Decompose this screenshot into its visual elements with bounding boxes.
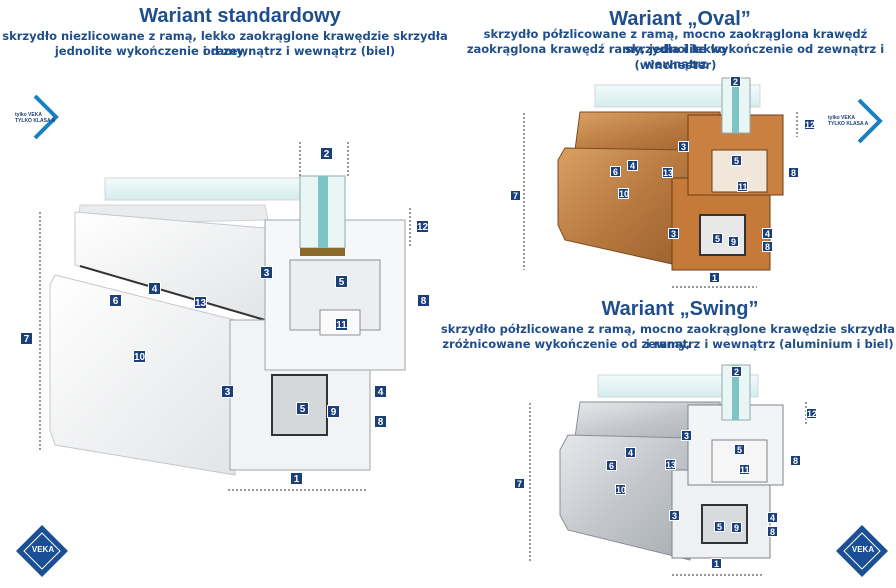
label-10-swing: 10 [615, 484, 627, 495]
label-12-standard: 12 [416, 220, 429, 233]
label-3-swing: 3 [681, 430, 692, 441]
class-a-logo-left [33, 94, 59, 140]
label-13-swing: 13 [665, 459, 677, 470]
label-9-swing: 9 [731, 522, 742, 533]
label-6-swing: 6 [606, 460, 617, 471]
title-swing: Wariant „Swing” [601, 298, 759, 320]
class-logo-line1: tylko VEKA [15, 112, 42, 118]
subtitle-oval-3: (winchester) [634, 58, 717, 72]
subtitle-oval-1: skrzydło półzlicowane z ramą, mocno zaok… [483, 27, 868, 56]
subtitle-standard-2: jednolite wykończenie od zewnątrz i wewn… [54, 44, 396, 58]
label-13-oval: 13 [662, 167, 674, 178]
class-logo-line1: tylko VEKA [828, 115, 855, 121]
swing-profile [529, 364, 807, 576]
label-11-swing: 11 [739, 464, 750, 475]
label-1-standard: 1 [290, 472, 303, 485]
label-4-standard: 4 [148, 282, 161, 295]
label-5b-oval: 5 [712, 233, 723, 244]
label-4b-swing: 4 [767, 512, 778, 523]
class-logo-text-right: tylko VEKA TYLKO KLASA A [828, 115, 888, 127]
subtitle-swing-1: skrzydło półzlicowane z ramą, mocno zaok… [440, 322, 896, 351]
label-5b-standard: 5 [296, 402, 309, 415]
veka-text-left: VEKA [31, 545, 55, 554]
label-5-standard: 5 [335, 275, 348, 288]
label-8b-oval: 8 [762, 241, 773, 252]
class-a-logo-right [857, 98, 883, 144]
label-13-standard: 13 [194, 296, 207, 309]
label-5b-swing: 5 [714, 521, 725, 532]
label-9-oval: 9 [728, 236, 739, 247]
label-6-standard: 6 [109, 294, 122, 307]
label-8-oval: 8 [788, 167, 799, 178]
label-11-oval: 11 [737, 181, 748, 192]
label-2-oval: 2 [730, 76, 741, 87]
subtitle-oval-2: zaokrąglona krawędź ramy, jednolite wyko… [466, 42, 885, 71]
label-8-standard: 8 [417, 294, 430, 307]
label-3b-standard: 3 [221, 385, 234, 398]
label-7-standard: 7 [20, 332, 33, 345]
label-3-oval: 3 [678, 141, 689, 152]
veka-logo-left [16, 525, 68, 577]
label-3-standard: 3 [260, 266, 273, 279]
label-6-oval: 6 [610, 166, 621, 177]
subtitle-swing-2: zróżnicowane wykończenie od zewnątrz i w… [442, 337, 894, 351]
label-10-standard: 10 [133, 350, 146, 363]
veka-text-right: VEKA [851, 545, 875, 554]
label-5-swing: 5 [734, 444, 745, 455]
label-1-swing: 1 [711, 558, 722, 569]
veka-logo-right [836, 525, 888, 577]
label-12-swing: 12 [806, 408, 818, 419]
class-logo-line2: TYLKO KLASA A [15, 118, 56, 124]
label-4b-oval: 4 [762, 228, 773, 239]
label-4-swing: 4 [625, 447, 636, 458]
label-12-oval: 12 [804, 119, 816, 130]
title-standard: Wariant standardowy [139, 5, 341, 27]
title-oval: Wariant „Oval” [609, 8, 751, 30]
label-8b-standard: 8 [374, 415, 387, 428]
class-logo-line2: TYLKO KLASA A [828, 121, 869, 127]
label-4b-standard: 4 [374, 385, 387, 398]
oval-profile [523, 77, 798, 288]
label-5-oval: 5 [731, 155, 742, 166]
label-3b-swing: 3 [669, 510, 680, 521]
class-logo-text-left: tylko VEKA TYLKO KLASA A [15, 112, 75, 124]
label-1-oval: 1 [709, 272, 720, 283]
label-8b-swing: 8 [767, 526, 778, 537]
label-7-oval: 7 [510, 190, 521, 201]
label-9-standard: 9 [327, 405, 340, 418]
label-11-standard: 11 [335, 318, 348, 331]
label-10-oval: 10 [618, 188, 630, 199]
label-2-swing: 2 [731, 366, 742, 377]
label-3b-oval: 3 [668, 228, 679, 239]
label-2-standard: 2 [320, 147, 333, 160]
label-8-swing: 8 [790, 455, 801, 466]
subtitle-standard-1: skrzydło niezlicowane z ramą, lekko zaok… [2, 29, 448, 58]
label-7-swing: 7 [514, 478, 525, 489]
standard-profile [39, 142, 411, 491]
label-4-oval: 4 [627, 160, 638, 171]
